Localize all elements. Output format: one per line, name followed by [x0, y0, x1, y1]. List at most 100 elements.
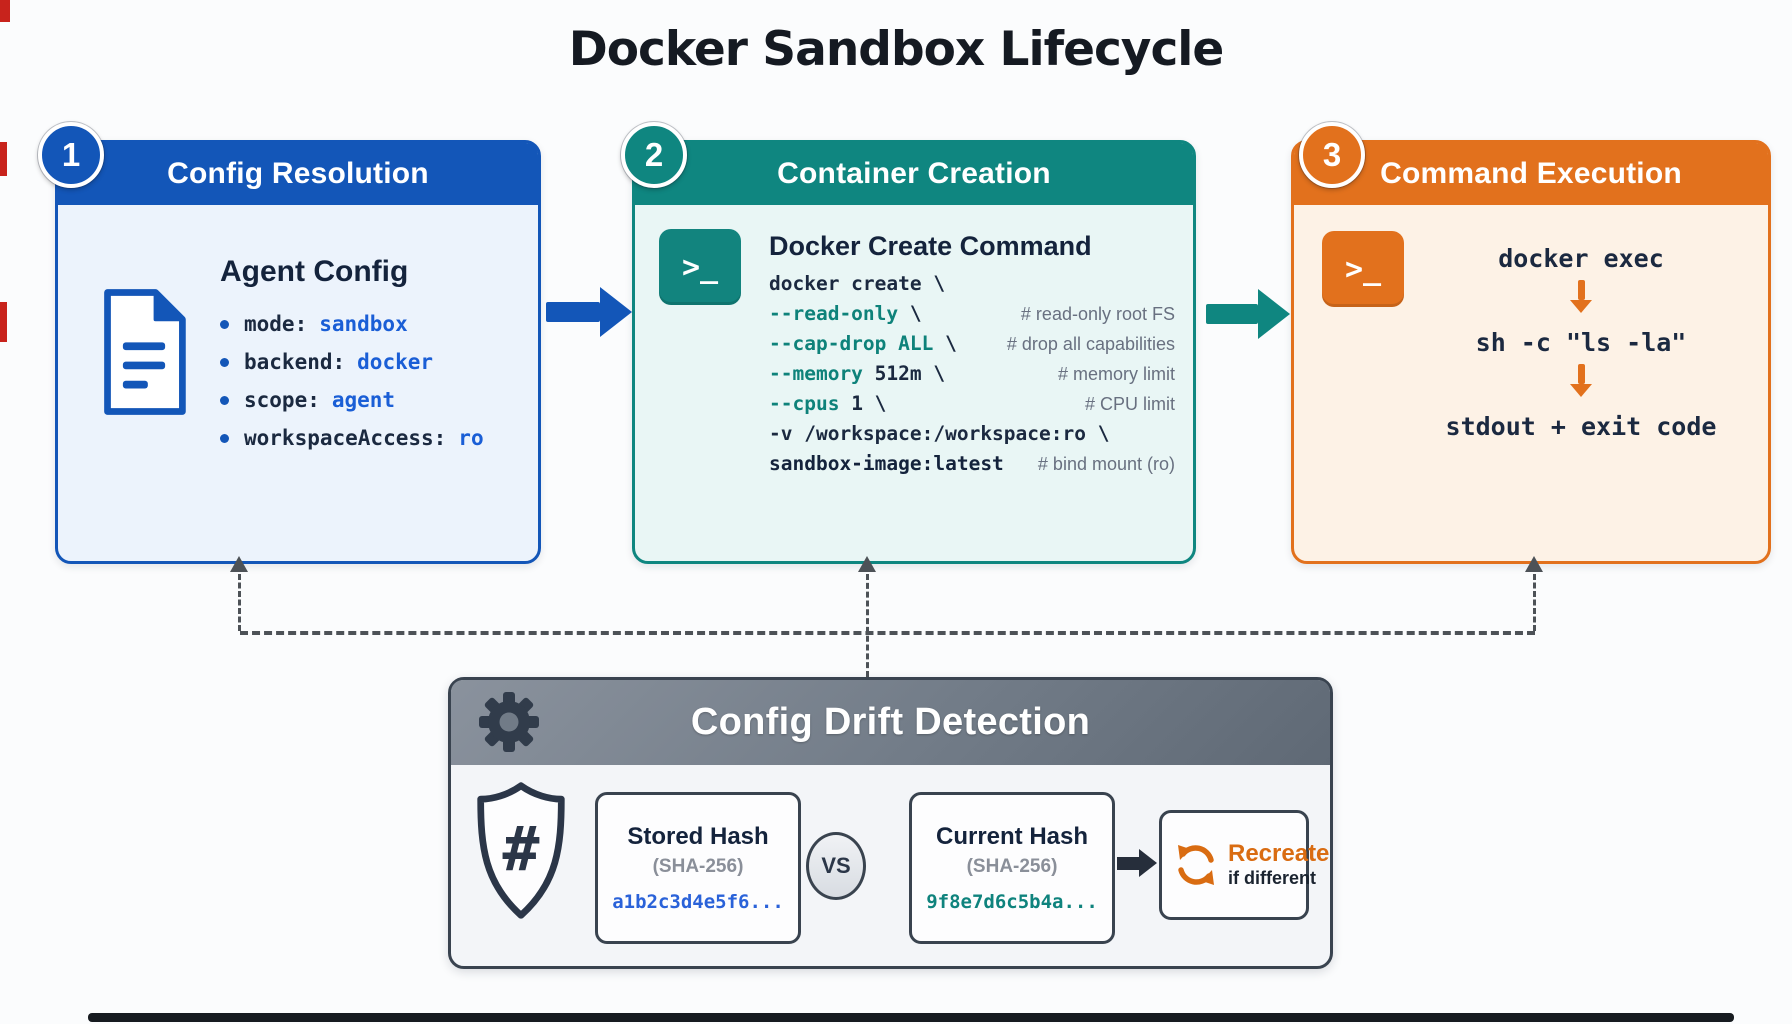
arrow-head — [1258, 289, 1290, 339]
stored-hash-value: a1b2c3d4e5f6... — [612, 891, 784, 913]
arrow-head — [600, 287, 632, 337]
code-comment: # CPU limit — [1084, 394, 1175, 414]
up-arrow-icon — [858, 556, 876, 572]
code-segment: -v /workspace:/workspace:ro \ — [769, 422, 1110, 445]
down-arrow-icon — [1570, 361, 1592, 407]
step-2-badge: 2 — [621, 122, 687, 188]
drift-feedback-line-step2 — [866, 574, 869, 677]
docker-create-command-title: Docker Create Command — [769, 231, 1092, 261]
up-arrow-icon — [1525, 556, 1543, 572]
command-execution-body: >_ docker exec sh -c "ls -la" stdout + exi… — [1294, 205, 1768, 561]
code-line: docker create \ — [769, 272, 1179, 302]
terminal-icon: >_ — [659, 229, 741, 305]
edge-artifact — [0, 302, 7, 342]
arrow-stem — [1117, 857, 1139, 870]
container-creation-header: Container Creation — [635, 143, 1193, 205]
code-segment: \ — [898, 302, 922, 325]
code-line: --cpus 1 \# CPU limit — [769, 392, 1179, 422]
bullet-label: workspaceAccess: — [244, 426, 447, 450]
flow-step: sh -c "ls -la" — [1475, 327, 1687, 357]
config-drift-detection-title: Config Drift Detection — [690, 701, 1091, 743]
config-resolution-header: Config Resolution — [58, 143, 538, 205]
terminal-glyph: >_ — [1344, 251, 1382, 287]
step-1-badge: 1 — [38, 122, 104, 188]
code-line: --cap-drop ALL \ # drop all capabilities — [769, 332, 1179, 362]
code-line: -v /workspace:/workspace:ro \ — [769, 422, 1179, 452]
page-title: Docker Sandbox Lifecycle — [568, 22, 1225, 77]
flow-step: stdout + exit code — [1445, 411, 1717, 441]
terminal-icon: >_ — [1322, 231, 1404, 307]
code-comment: # bind mount (ro) — [1037, 454, 1175, 474]
config-resolution-box: Config Resolution Agent Config mode: sand… — [55, 140, 541, 564]
step-3-badge: 3 — [1299, 122, 1365, 188]
refresh-icon — [1178, 845, 1214, 885]
recreate-card: Recreate if different — [1159, 810, 1329, 920]
command-execution-box: Command Execution >_ docker exec sh -c "l… — [1291, 140, 1771, 564]
code-segment: sandbox-image:latest — [769, 452, 1004, 475]
config-bullet: workspaceAccess: ro — [220, 419, 484, 457]
bullet-label: scope: — [244, 388, 320, 412]
config-bullet: backend: docker — [220, 343, 484, 381]
gear-icon — [479, 692, 539, 752]
code-segment: \ — [933, 332, 957, 355]
drift-feedback-line-step3 — [1533, 574, 1536, 631]
bullet-dot-icon — [220, 357, 229, 367]
container-creation-box: Container Creation >_ Docker Create Comm… — [632, 140, 1196, 564]
exec-flow: docker exec sh -c "ls -la" stdout + exit c… — [1404, 239, 1758, 445]
stored-hash-card: Stored Hash (SHA-256) a1b2c3d4e5f6... — [595, 792, 801, 944]
bullet-label: backend: — [244, 350, 346, 374]
agent-config-title: Agent Config — [220, 255, 409, 288]
edge-artifact — [0, 142, 7, 176]
current-hash-value: 9f8e7d6c5b4a... — [926, 891, 1098, 913]
bullet-value: ro — [458, 426, 484, 450]
command-execution-header: Command Execution — [1294, 143, 1768, 205]
terminal-glyph: >_ — [681, 249, 719, 285]
arrow-stem — [1206, 304, 1258, 324]
recreate-label: Recreate — [1228, 840, 1330, 867]
code-segment: docker create \ — [769, 272, 946, 295]
code-line: --read-only \ # read-only root FS — [769, 302, 1179, 332]
bullet-value: agent — [331, 388, 396, 412]
config-resolution-body: Agent Config mode: sandbox backend: docker s… — [58, 205, 538, 457]
stored-hash-title: Stored Hash — [627, 823, 769, 850]
config-drift-detection-header: Config Drift Detection — [451, 680, 1330, 765]
code-segment: 1 \ — [839, 392, 887, 415]
code-comment: # read-only root FS — [1020, 304, 1175, 324]
docker-create-code: docker create \ --read-only \ # read-only … — [769, 272, 1179, 482]
code-segment: --read-only — [769, 302, 899, 325]
vs-badge: VS — [806, 832, 866, 900]
config-bullet: scope: agent — [220, 381, 484, 419]
container-creation-body: >_ Docker Create Command docker create \… — [635, 205, 1193, 482]
bullet-label: mode: — [244, 312, 308, 336]
code-segment: 512m \ — [862, 362, 946, 385]
shield-hash-icon: # — [477, 782, 565, 919]
drift-feedback-line — [240, 631, 1535, 635]
arrow-head — [1139, 849, 1157, 877]
bullet-value: docker — [357, 350, 434, 374]
stored-hash-subtitle: (SHA-256) — [652, 856, 744, 877]
flow-step: docker exec — [1498, 243, 1664, 273]
bottom-edge-bar — [88, 1013, 1734, 1022]
edge-artifact — [0, 0, 10, 22]
code-line: --memory 512m \ # memory limit — [769, 362, 1179, 392]
code-segment: --memory — [769, 362, 863, 385]
arrow-stem — [546, 302, 600, 322]
current-hash-card: Current Hash (SHA-256) 9f8e7d6c5b4a... — [909, 792, 1115, 944]
code-line: sandbox-image:latest # bind mount (ro) — [769, 452, 1179, 482]
document-icon — [104, 289, 186, 415]
current-hash-subtitle: (SHA-256) — [966, 856, 1058, 877]
bullet-dot-icon — [220, 433, 229, 443]
up-arrow-icon — [230, 556, 248, 572]
bullet-value: sandbox — [319, 312, 408, 336]
hash-glyph: # — [503, 814, 540, 885]
code-comment: # memory limit — [1057, 364, 1175, 384]
code-segment: --cap-drop ALL — [769, 332, 934, 355]
agent-config-bullet-list: mode: sandbox backend: docker scope: agent wor… — [220, 305, 484, 457]
bullet-dot-icon — [220, 395, 229, 405]
drift-feedback-line-step1 — [238, 574, 241, 631]
recreate-condition-label: if different — [1228, 868, 1316, 888]
down-arrow-icon — [1570, 277, 1592, 323]
code-comment: # drop all capabilities — [1006, 334, 1175, 354]
current-hash-title: Current Hash — [935, 823, 1089, 850]
